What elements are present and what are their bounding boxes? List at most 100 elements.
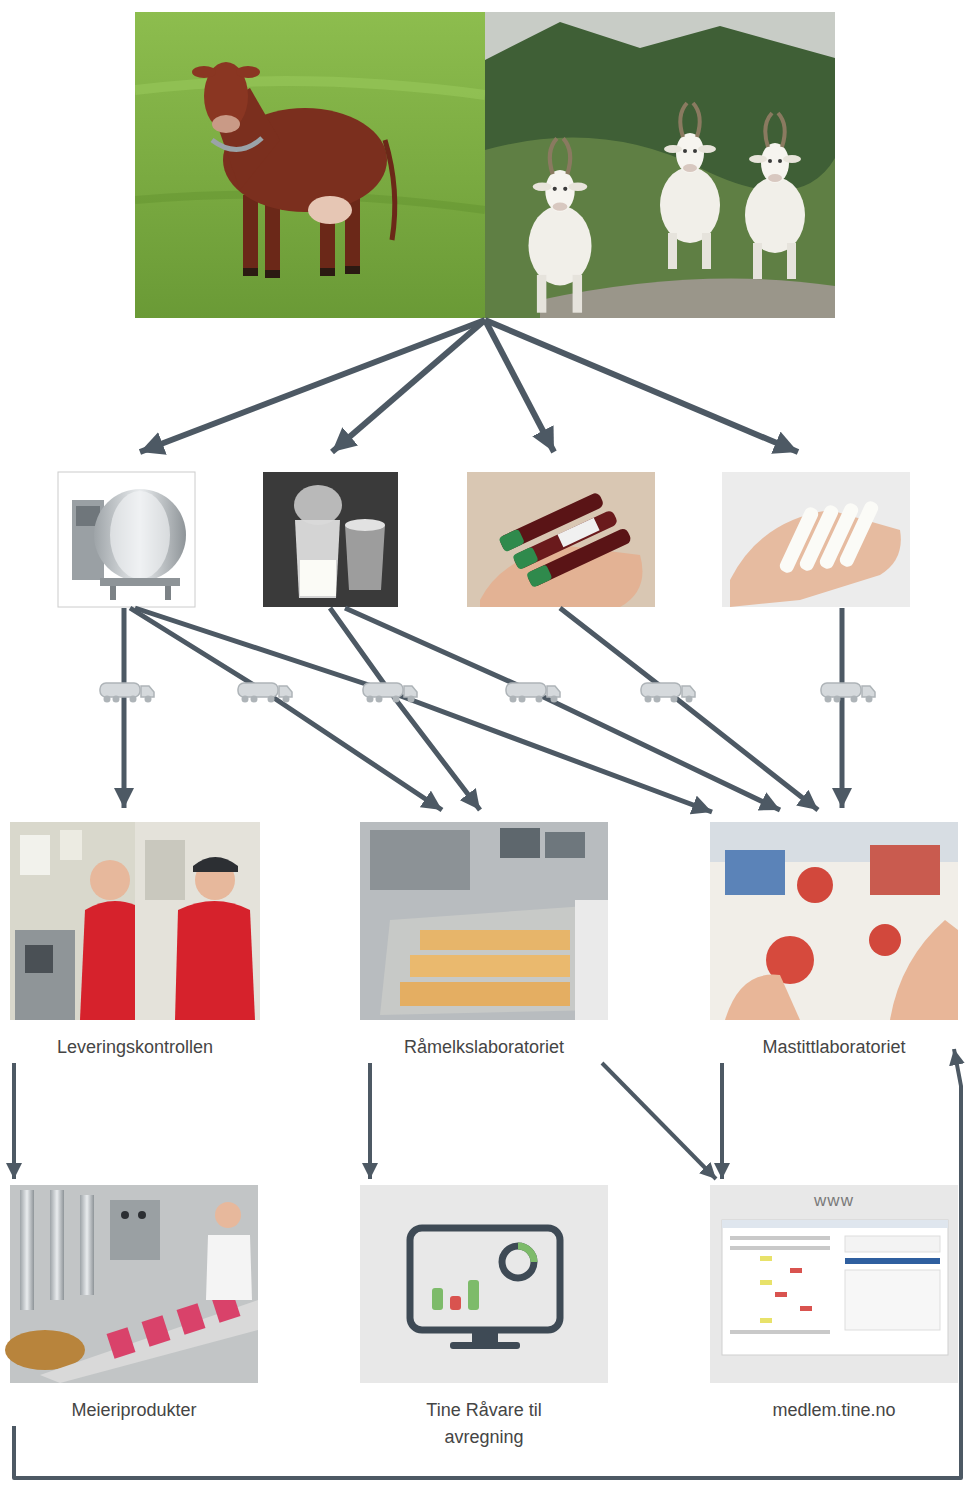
illustration-shape xyxy=(468,1280,479,1310)
step-caption: Meieriprodukter xyxy=(10,1397,258,1424)
illustration-shape xyxy=(135,12,485,318)
illustration-shape xyxy=(498,529,525,553)
illustration-shape xyxy=(845,1270,940,1330)
illustration-shape xyxy=(575,900,608,1020)
illustration-shape xyxy=(485,320,554,452)
image-area: www xyxy=(710,1185,958,1383)
illustration-shape xyxy=(138,1211,146,1219)
illustration-shape xyxy=(821,683,875,703)
lab-step-box: Leveringskontrollen xyxy=(10,822,260,1061)
illustration-shape xyxy=(545,832,585,858)
illustration-shape xyxy=(135,81,485,95)
illustration-shape xyxy=(760,1280,772,1285)
illustration-shape xyxy=(110,1200,160,1260)
illustration-shape xyxy=(870,845,940,895)
illustration-shape xyxy=(15,930,75,1020)
illustration-shape xyxy=(485,320,798,452)
screen-text: www xyxy=(710,1185,958,1211)
illustration-shape xyxy=(212,115,240,133)
illustration-shape xyxy=(50,1190,64,1300)
flow-arrow xyxy=(602,1063,716,1179)
flow-arrow xyxy=(720,1063,724,1179)
illustration-shape xyxy=(215,1202,241,1228)
illustration-shape xyxy=(140,320,485,452)
illustration-shape xyxy=(243,268,258,276)
step-caption: Råmelkslaboratoriet xyxy=(360,1034,608,1061)
illustration-shape xyxy=(869,924,901,956)
illustration-shape xyxy=(135,608,712,812)
illustration-shape xyxy=(775,1292,787,1297)
illustration-shape xyxy=(25,945,53,973)
illustration-shape xyxy=(467,472,655,607)
illustration-shape xyxy=(838,499,880,568)
illustration-shape xyxy=(10,822,135,1020)
illustration-shape xyxy=(20,835,50,875)
illustration-shape xyxy=(100,683,154,703)
illustration-shape xyxy=(480,545,643,607)
illustration-shape xyxy=(526,564,553,588)
illustration-shape xyxy=(20,1190,34,1310)
image-area xyxy=(10,822,260,1020)
illustration-shape xyxy=(725,850,785,895)
illustration-shape xyxy=(710,1185,958,1383)
animal-photo xyxy=(135,12,835,318)
illustration-shape xyxy=(722,1220,948,1228)
transport-arrows xyxy=(124,608,842,812)
illustration-shape xyxy=(122,608,127,808)
illustration-shape xyxy=(263,472,398,607)
illustration-shape xyxy=(730,1330,830,1334)
illustration-shape xyxy=(800,1306,812,1311)
illustration-shape xyxy=(165,586,171,600)
illustration-shape xyxy=(107,1327,136,1359)
illustration-shape xyxy=(192,66,216,78)
illustration-shape xyxy=(94,489,186,581)
illustration-shape xyxy=(345,608,780,810)
lab-step-box: wwwmedlem.tine.no xyxy=(710,1185,958,1424)
settlement-panel xyxy=(360,1185,608,1383)
step-caption: Mastittlaboratoriet xyxy=(710,1034,958,1061)
image-area xyxy=(360,1185,608,1383)
flow-arrow xyxy=(368,1063,372,1179)
sample-arrows xyxy=(140,320,798,452)
lab-step-box: Meieriprodukter xyxy=(10,1185,258,1424)
illustration-shape xyxy=(560,608,818,810)
illustration-shape xyxy=(265,200,280,272)
illustration-shape xyxy=(760,1256,772,1261)
illustration-shape xyxy=(80,1195,94,1295)
lab-step-box: Mastittlaboratoriet xyxy=(710,822,958,1061)
illustration-shape xyxy=(722,1220,948,1355)
illustration-shape xyxy=(450,1342,520,1349)
illustration-shape xyxy=(345,519,385,531)
illustration-shape xyxy=(345,525,385,590)
illustration-shape xyxy=(121,1211,129,1219)
illustration-shape xyxy=(410,1228,560,1330)
illustration-shape xyxy=(722,472,910,607)
flow-arrow xyxy=(12,1063,16,1179)
illustration-shape xyxy=(370,830,470,890)
illustration-shape xyxy=(557,518,599,548)
illustration-shape xyxy=(500,828,540,858)
illustration-shape xyxy=(360,822,608,1020)
lab-step-box: Råmelkslaboratoriet xyxy=(360,822,608,1061)
illustration-shape xyxy=(294,485,342,525)
illustration-shape xyxy=(845,1236,940,1252)
illustration-shape xyxy=(725,975,800,1020)
illustration-shape xyxy=(265,270,280,278)
blood-tube-photo xyxy=(467,472,655,607)
illustration-shape xyxy=(145,840,185,900)
illustration-shape xyxy=(212,138,262,150)
milk-tank-photo xyxy=(58,472,195,607)
illustration-shape xyxy=(502,1246,534,1278)
illustration-shape xyxy=(498,487,632,592)
lab-step-box: Tine Råvare til avregning xyxy=(360,1185,608,1451)
illustration-shape xyxy=(410,955,570,977)
illustration-shape xyxy=(420,930,570,950)
illustration-shape xyxy=(243,195,258,270)
illustration-shape xyxy=(745,113,805,279)
illustration-shape xyxy=(797,867,833,903)
illustration-shape xyxy=(710,822,958,1020)
illustration-shape xyxy=(730,1246,830,1250)
illustration-shape xyxy=(400,982,570,1006)
